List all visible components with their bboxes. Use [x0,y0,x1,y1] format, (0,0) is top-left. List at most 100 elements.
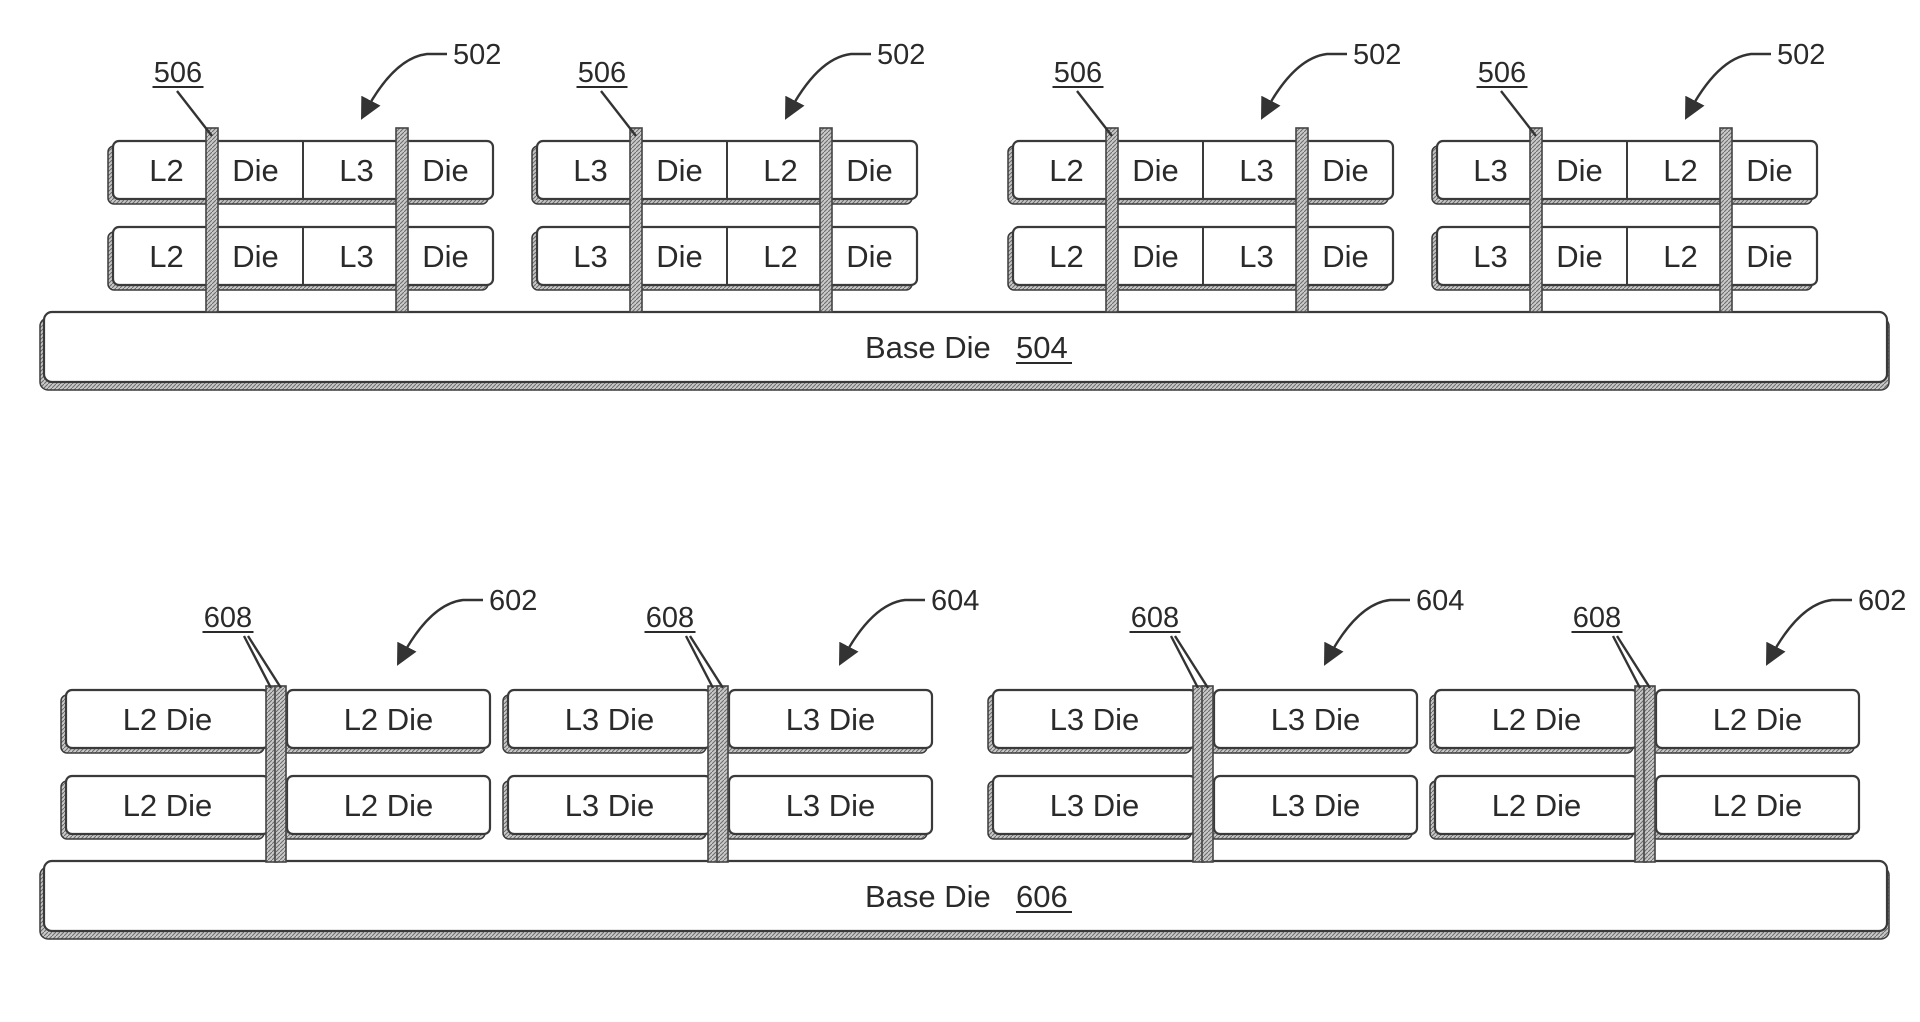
die-label: L3 Die [1050,788,1140,823]
stack-ref-602-text: 602 [1858,585,1906,617]
die-label: L3 Die [1271,788,1361,823]
top-stack-row: L2 Die L3 Die [107,139,495,205]
die-label: Die [846,239,893,274]
die-label: Die [1746,239,1793,274]
die-label: L3 Die [786,788,876,823]
top-stack-row: L3 Die L2 Die [1431,225,1819,291]
base-die-504: Base Die 504 [39,310,1890,391]
tsv-via [1105,127,1119,313]
die-label: L2 Die [344,702,434,737]
via-ref-608: 608 [646,602,694,634]
bond-via [1643,685,1656,863]
top-stack-row: L2 Die L3 Die [1007,139,1395,205]
cache-level-label: L2 [1663,239,1697,274]
bottom-stacks: L2 Die L2 Die L2 Die L2 Die 608 602 L3 Die L3 D… [60,585,1906,863]
top-stack-row: L2 Die L3 Die [107,225,495,291]
die-label: L2 Die [1713,788,1803,823]
stack-ref-502-text: 502 [1353,39,1401,71]
stack-ref-502-text: 502 [453,39,501,71]
bond-via [274,685,287,863]
die-label: Die [422,239,469,274]
via-ref-608: 608 [1573,602,1621,634]
die-label: L2 Die [1492,702,1582,737]
die-box [60,774,271,840]
stack-ref-604-text: 604 [931,585,979,617]
die-box [987,774,1198,840]
stack-ref-502-text: 502 [877,39,925,71]
bottom-figure: Base Die 606 L2 Die L2 Die L2 Die L2 Die 608… [39,585,1906,940]
die-box [281,688,492,754]
tsv-via [395,127,409,313]
top-stack-row: L2 Die L3 Die [1007,225,1395,291]
cache-level-label: L3 [573,239,607,274]
stack-ref-604: 604 [1324,585,1464,666]
cache-level-label: L3 [1239,239,1273,274]
die-label: Die [232,239,279,274]
die-label: Die [1556,153,1603,188]
die-label: Die [422,153,469,188]
die-label: Die [1322,153,1369,188]
via-ref-506: 506 [1478,57,1526,89]
stack-ref-602: 602 [1766,585,1906,666]
stack-ref-502: 502 [361,39,501,120]
cache-level-label: L2 [149,239,183,274]
cache-level-label: L3 [573,153,607,188]
stack-ref-502: 502 [785,39,925,120]
via-ref-506: 506 [578,57,626,89]
die-box [1429,688,1640,754]
tsv-via [629,127,643,313]
cache-level-label: L3 [1239,153,1273,188]
cache-level-label: L3 [339,153,373,188]
bottom-stack-1: L2 Die L2 Die L2 Die L2 Die 608 602 [60,585,537,863]
stack-ref-502: 502 [1261,39,1401,120]
tsv-via [819,127,833,313]
die-box [281,774,492,840]
die-label: Die [232,153,279,188]
die-label: L3 Die [1050,702,1140,737]
stack-ref-502-text: 502 [1777,39,1825,71]
die-label: L3 Die [786,702,876,737]
die-box [723,688,934,754]
via-ref-608: 608 [204,602,252,634]
die-label: L2 Die [123,788,213,823]
base-die-label: Base Die [865,330,991,365]
die-label: Die [1132,153,1179,188]
die-label: Die [1322,239,1369,274]
tsv-via [1529,127,1543,313]
cache-level-label: L3 [339,239,373,274]
die-label: Die [656,239,703,274]
cache-level-label: L2 [1049,153,1083,188]
die-label: Die [1556,239,1603,274]
die-box [1208,774,1419,840]
die-label: Die [1132,239,1179,274]
stack-ref-502: 502 [1685,39,1825,120]
die-box [60,688,271,754]
cache-level-label: L2 [149,153,183,188]
die-label: L2 Die [344,788,434,823]
die-label: L2 Die [123,702,213,737]
die-box [1650,774,1861,840]
base-die-606: Base Die 606 [39,859,1890,940]
stack-ref-604: 604 [839,585,979,666]
via-ref-506: 506 [1054,57,1102,89]
die-box [502,688,713,754]
tsv-via [1295,127,1309,313]
stack-ref-602-text: 602 [489,585,537,617]
cache-level-label: L2 [1049,239,1083,274]
die-label: L3 Die [565,788,655,823]
base-die-ref: 504 [1016,330,1068,365]
via-ref-608: 608 [1131,602,1179,634]
die-label: Die [656,153,703,188]
die-label: L2 Die [1713,702,1803,737]
cache-level-label: L3 [1473,239,1507,274]
tsv-via [1719,127,1733,313]
